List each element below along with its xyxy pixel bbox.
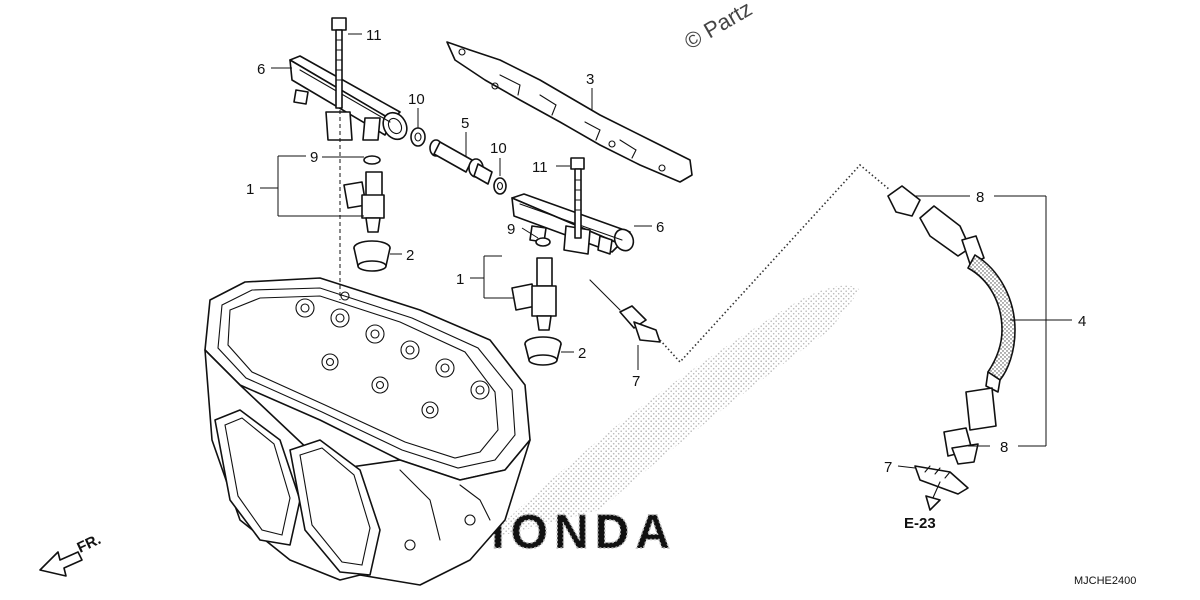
fuel-rail-right	[511, 193, 635, 255]
callout-1-right: 1	[456, 271, 464, 288]
reference-arrow	[925, 481, 941, 511]
callout-3: 3	[586, 71, 594, 88]
callout-2-right: 2	[578, 345, 586, 362]
callout-8-top: 8	[976, 189, 984, 206]
harness-clip	[914, 465, 969, 495]
injector-left	[343, 155, 385, 233]
callout-4: 4	[1078, 313, 1086, 330]
leader-lines	[260, 33, 1072, 469]
intake-manifold	[204, 277, 531, 586]
joint-pipe	[429, 139, 493, 185]
callout-2-left: 2	[406, 247, 414, 264]
washer-left	[410, 127, 426, 147]
washer-right	[493, 177, 507, 195]
diagram-code: MJCHE2400	[1074, 575, 1136, 587]
bolt-left	[331, 17, 347, 109]
grommet-right	[524, 336, 562, 366]
reference-label: E-23	[904, 515, 936, 532]
sub-harness	[887, 185, 1016, 465]
grommet-left	[353, 240, 391, 272]
callout-6-right: 6	[656, 219, 664, 236]
front-direction-marker: FR.	[39, 531, 104, 577]
injector-right	[511, 237, 557, 331]
callout-11-left: 11	[366, 27, 382, 44]
pressure-sensor	[589, 279, 661, 343]
callout-5: 5	[461, 115, 469, 132]
callout-7-bottom: 7	[884, 459, 892, 476]
watermark-text: © Partz	[680, 0, 756, 54]
callout-9-left: 9	[310, 149, 318, 166]
callout-9-right: 9	[507, 221, 515, 238]
callout-10-right: 10	[490, 140, 507, 157]
callout-1-left: 1	[246, 181, 254, 198]
callout-8-bottom: 8	[1000, 439, 1008, 456]
callout-11-right: 11	[532, 159, 548, 176]
callout-numbers: 11 6 10 3 5 10 9 1 11 2 6 9 1 2 7 8 4 8 …	[246, 27, 1086, 476]
fuel-rail-left	[289, 55, 408, 141]
front-label: FR.	[75, 531, 104, 557]
callout-7-center: 7	[632, 373, 640, 390]
bolt-right	[570, 157, 585, 239]
callout-6-left: 6	[257, 61, 265, 78]
callout-10-left: 10	[408, 91, 425, 108]
cover-plate	[446, 41, 693, 183]
